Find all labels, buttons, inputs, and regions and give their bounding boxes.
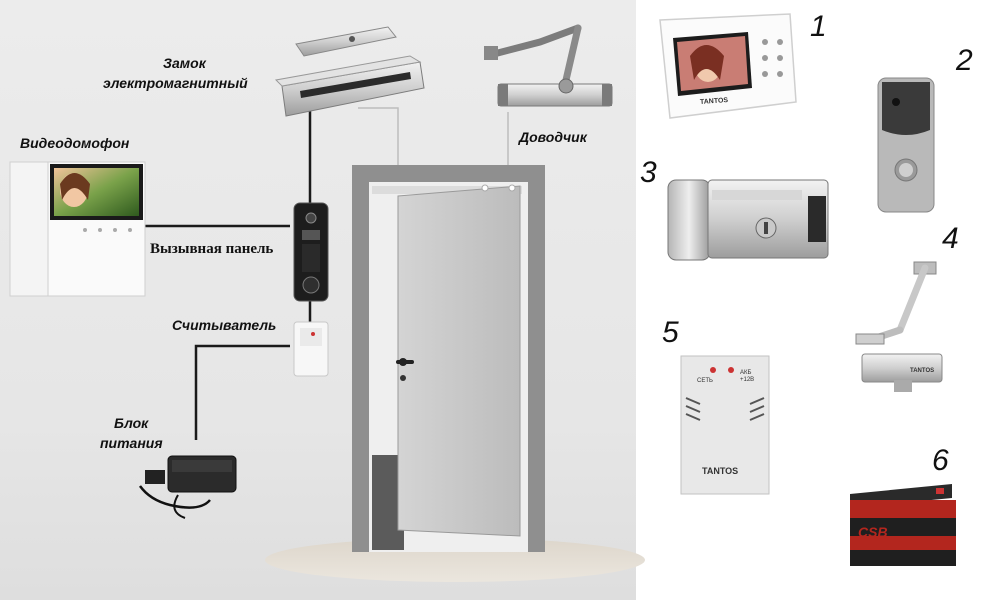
closer-brand: TANTOS xyxy=(910,368,935,374)
door-assembly xyxy=(352,165,545,552)
component-number-5: 5 xyxy=(662,316,679,349)
psu-indicator-mains: СЕТЬ xyxy=(697,378,713,384)
reader-label: Считыватель xyxy=(172,317,277,333)
videophone-label: Видеодомофон xyxy=(20,135,130,151)
power-label-line1: Блок xyxy=(114,415,149,431)
component-6-battery xyxy=(850,484,956,566)
component-4-door-closer xyxy=(855,261,943,392)
card-reader-image xyxy=(293,321,329,377)
component-2-call-panel xyxy=(877,77,935,213)
call-panel-image xyxy=(293,202,329,302)
psu-voltage: +12В xyxy=(740,377,755,383)
lock-label-line1: Замок xyxy=(163,55,206,71)
component-number-6: 6 xyxy=(932,444,949,477)
wires xyxy=(145,110,312,440)
call-panel-label: Вызывная панель xyxy=(150,241,274,257)
component-1-monitor xyxy=(659,13,797,119)
psu-indicator-battery: АКБ xyxy=(740,370,752,376)
door-closer-image xyxy=(484,24,613,107)
power-supply-image xyxy=(138,455,237,519)
electromagnetic-lock-image xyxy=(274,26,425,117)
lock-label-line2: электромагнитный xyxy=(103,75,248,91)
component-number-1: 1 xyxy=(810,10,827,43)
component-number-3: 3 xyxy=(640,156,657,189)
battery-brand: CSB xyxy=(858,524,888,540)
component-3-lock xyxy=(667,179,829,261)
component-number-2: 2 xyxy=(956,44,973,77)
component-number-4: 4 xyxy=(942,222,959,255)
component-5-power-supply xyxy=(680,355,770,495)
videophone-image xyxy=(9,161,146,297)
psu-brand: TANTOS xyxy=(702,466,739,476)
power-label-line2: питания xyxy=(100,435,163,451)
closer-label: Доводчик xyxy=(519,129,587,145)
